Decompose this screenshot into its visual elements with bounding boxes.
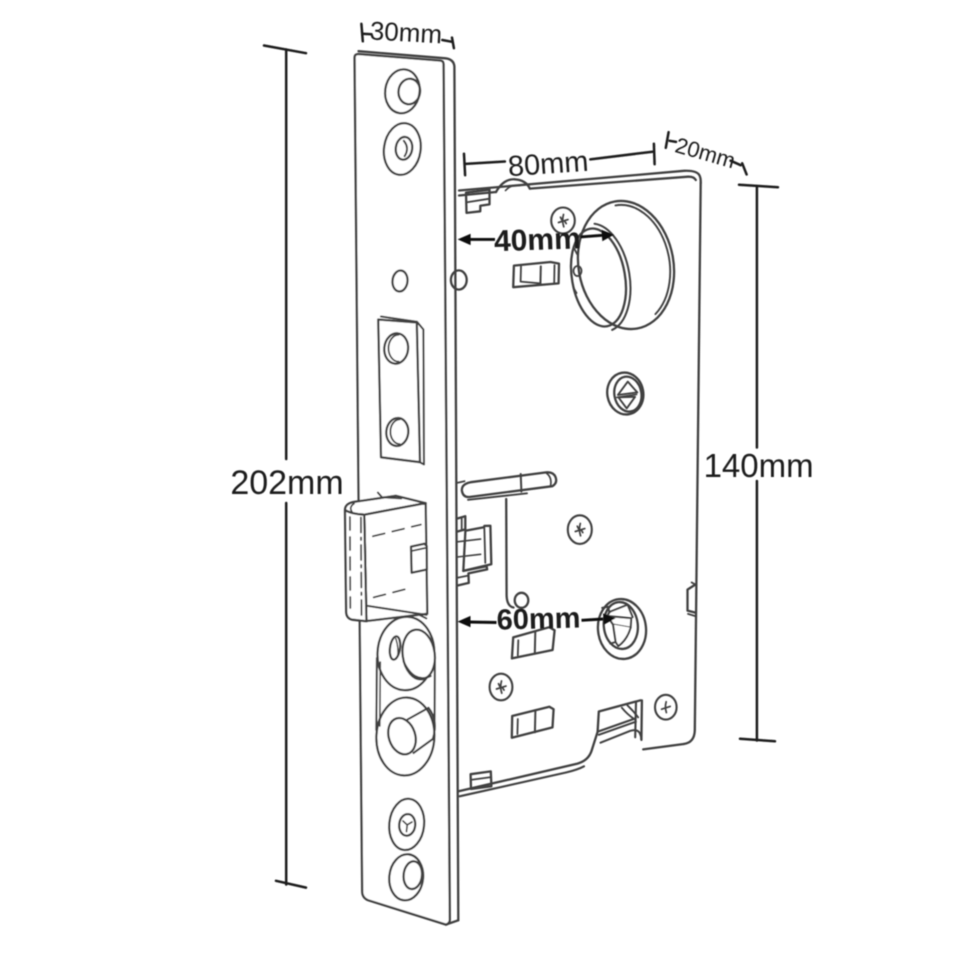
- svg-text:80mm: 80mm: [507, 146, 590, 184]
- svg-text:60mm: 60mm: [496, 602, 581, 636]
- svg-text:30mm: 30mm: [369, 16, 443, 50]
- svg-text:40mm: 40mm: [493, 222, 581, 258]
- svg-text:140mm: 140mm: [704, 447, 814, 484]
- svg-text:202mm: 202mm: [230, 464, 343, 502]
